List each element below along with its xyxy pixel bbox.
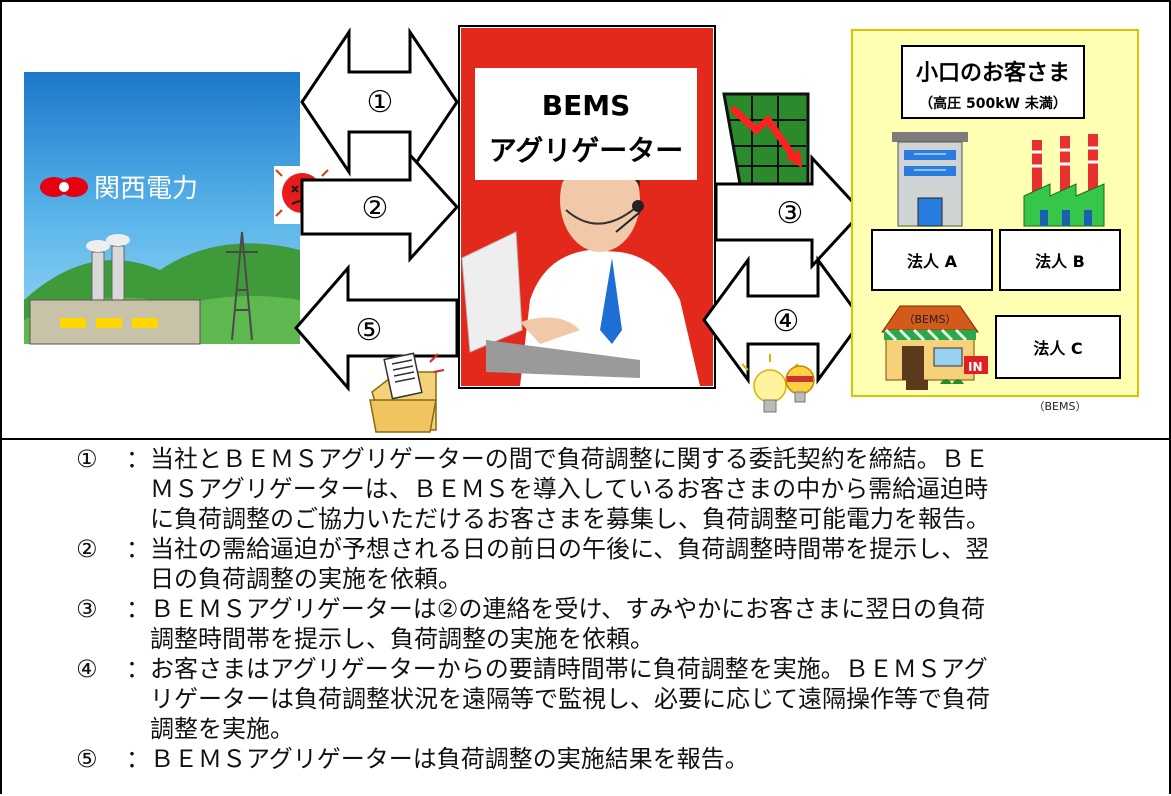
bems-diagram: 関西電力 BEMS アグリゲーター — [24, 25, 1139, 433]
step-number: ② — [76, 535, 98, 563]
factory-icon — [1023, 134, 1105, 227]
arrow-label-4: ④ — [773, 304, 800, 339]
corp-a-box — [871, 229, 993, 291]
bems-note-customers: （BEMS） — [1034, 400, 1087, 413]
step-text: お客さまはアグリゲーターからの要請時間帯に負荷調整を実施。ＢＥＭＳアグ リゲータ… — [150, 655, 990, 743]
step-text: ＢＥＭＳアグリゲーターは負荷調整の実施結果を報告。 — [150, 745, 749, 773]
step-text: ＢＥＭＳアグリゲーターは②の連絡を受け、すみやかにお客さまに翌日の負荷 調整時間… — [150, 595, 986, 653]
aggregator-title-1: BEMS — [542, 89, 631, 122]
step-number: ⑤ — [76, 745, 98, 773]
office-building-icon — [892, 132, 968, 227]
step-colon: ： — [126, 445, 150, 473]
corp-c-box — [995, 315, 1121, 379]
step-colon: ： — [126, 535, 150, 563]
arrow-1-double — [300, 27, 459, 177]
step-number: ④ — [76, 655, 98, 683]
arrow-5-left — [294, 263, 459, 393]
arrow-label-5: ⑤ — [356, 313, 383, 348]
step-colon: ： — [126, 745, 150, 773]
aggregator-title-box — [475, 68, 697, 180]
step-colon: ： — [126, 655, 150, 683]
step-descriptions: ① ： 当社とＢＥＭＳアグリゲーターの間で負荷調整に関する委託契約を締結。ＢＥ … — [0, 438, 1171, 796]
arrow-3-right — [714, 154, 865, 270]
customers-title-box — [901, 45, 1085, 119]
down-chart-icon — [722, 92, 810, 186]
kepco-panel — [24, 72, 300, 345]
customers-title: 小口のお客さま — [916, 60, 1070, 86]
kepco-logo — [40, 177, 88, 197]
arrow-label-3: ③ — [777, 196, 804, 231]
corp-b-box — [999, 229, 1121, 291]
step-colon: ： — [126, 595, 150, 623]
svg-text:IN: IN — [968, 360, 983, 374]
report-folder-icon — [369, 352, 445, 433]
arrow-2-right — [300, 151, 460, 263]
light-bulb-icon — [741, 354, 815, 413]
corp-a-label: 法人 A — [907, 252, 958, 271]
step-number: ③ — [76, 595, 98, 623]
customers-subtitle: （高圧 500kW 未満） — [919, 95, 1067, 112]
bems-note-shop: （BEMS） — [904, 313, 957, 326]
corp-c-label: 法人 C — [1033, 339, 1082, 358]
step-number: ① — [76, 445, 98, 473]
arrow-label-1: ① — [367, 85, 394, 120]
step-text: 当社とＢＥＭＳアグリゲーターの間で負荷調整に関する委託契約を締結。ＢＥ ＭＳアグ… — [150, 445, 990, 533]
step-text: 当社の需給逼迫が予想される日の前日の午後に、負荷調整時間帯を提示し、翌 日の負荷… — [150, 535, 990, 593]
kepco-label: 関西電力 — [94, 174, 198, 204]
aggregator-title-2: アグリゲーター — [489, 134, 684, 167]
corp-b-label: 法人 B — [1035, 252, 1085, 271]
arrow-label-2: ② — [362, 191, 389, 226]
shop-icon: IN — [881, 305, 988, 390]
